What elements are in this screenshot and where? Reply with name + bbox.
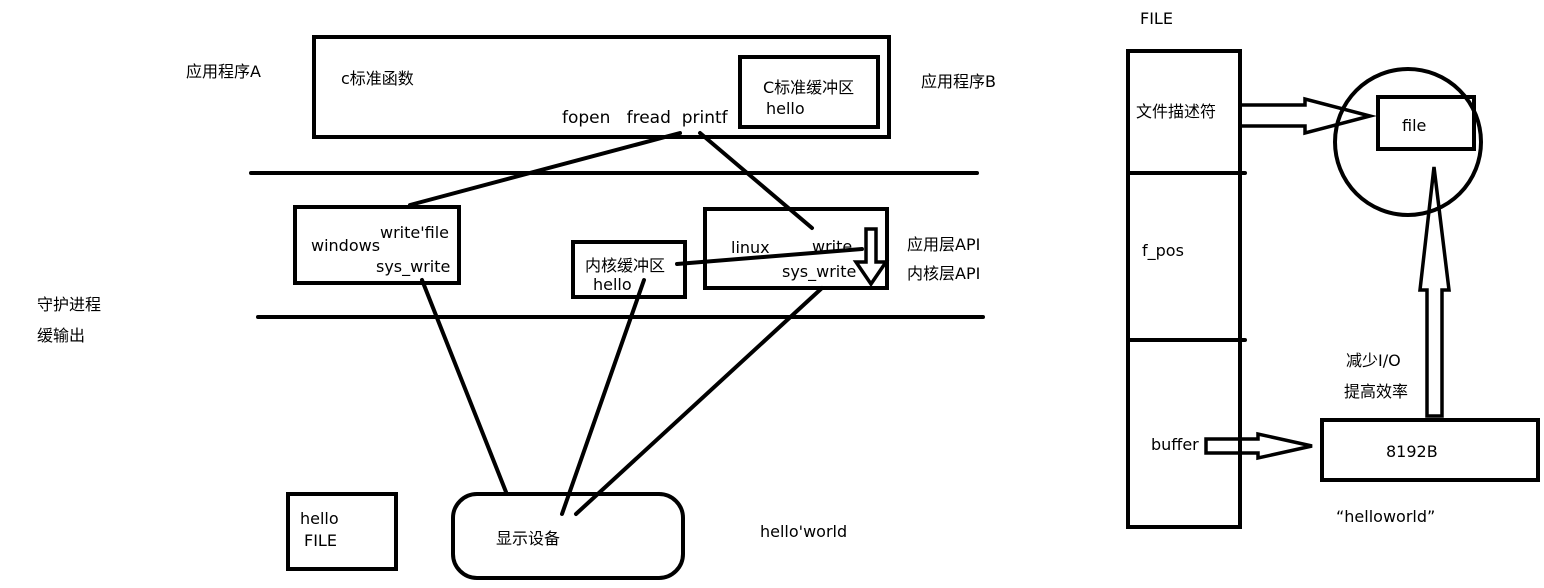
windows-label: windows <box>311 236 381 255</box>
c-std-func-label: c标准函数 <box>341 69 414 88</box>
linux-box <box>703 207 889 290</box>
file-struct-title: FILE <box>1140 9 1173 28</box>
field-buffer: buffer <box>1151 435 1199 454</box>
linux-sys-write-label: sys_write <box>782 262 857 281</box>
kernel-buffer-box <box>571 240 687 299</box>
daemon-label: 守护进程 <box>37 295 102 314</box>
display-device-box <box>451 492 685 580</box>
kernel-buffer-content: hello <box>593 275 632 294</box>
app-b-label: 应用程序B <box>921 72 996 91</box>
printf-to-linux-line <box>698 131 814 230</box>
field-f-pos: f_pos <box>1142 241 1184 260</box>
slow-output-label: 缓输出 <box>37 326 86 345</box>
c-buffer-label: C标准缓冲区 <box>763 78 855 97</box>
windows-to-display-line <box>420 278 508 494</box>
size-to-file-arrow-icon <box>1418 166 1451 418</box>
c-functions-label: fopen fread printf <box>562 108 728 128</box>
file-object-circle <box>1333 67 1483 217</box>
file-inner-box <box>1376 95 1476 151</box>
reduce-io-note: 减少I/O <box>1346 351 1401 370</box>
file-struct-box <box>1126 49 1242 529</box>
app-layer-api-label: 应用层API <box>907 235 981 254</box>
hello-file-box <box>286 492 398 571</box>
c-std-func-box <box>312 35 891 139</box>
linux-label: linux <box>731 238 770 257</box>
kernel-layer-api-label: 内核层API <box>907 264 981 283</box>
file-box-label: file <box>1402 116 1427 135</box>
windows-write-file-label: write'file <box>380 223 449 242</box>
kernel-buffer-label: 内核缓冲区 <box>585 256 666 275</box>
field-file-descriptor: 文件描述符 <box>1136 102 1217 121</box>
c-buffer-content: hello <box>766 99 805 118</box>
buffer-size-label: 8192B <box>1386 442 1438 461</box>
kernel-buffer-to-display-line <box>560 278 646 516</box>
app-a-label: 应用程序A <box>186 62 261 81</box>
down-arrow-icon <box>852 227 890 288</box>
buffer-size-box <box>1320 418 1540 482</box>
hello-file-line2: FILE <box>304 531 337 550</box>
c-buffer-box <box>738 55 880 129</box>
kernel-buffer-to-linux-line <box>675 247 864 266</box>
hello-world-label: hello'world <box>760 522 848 541</box>
linux-write-label: write <box>812 237 853 256</box>
windows-box <box>293 205 461 285</box>
descriptor-to-file-arrow-icon <box>1238 96 1377 136</box>
helloworld-example: “helloworld” <box>1336 507 1436 526</box>
display-device-label: 显示设备 <box>496 529 561 548</box>
hello-file-line1: hello <box>300 509 339 528</box>
efficiency-note: 提高效率 <box>1344 382 1409 401</box>
buffer-to-size-arrow-icon <box>1204 431 1313 461</box>
printf-to-windows-line <box>408 131 682 207</box>
windows-sys-write-label: sys_write <box>376 257 451 276</box>
linux-to-display-line <box>574 286 824 516</box>
